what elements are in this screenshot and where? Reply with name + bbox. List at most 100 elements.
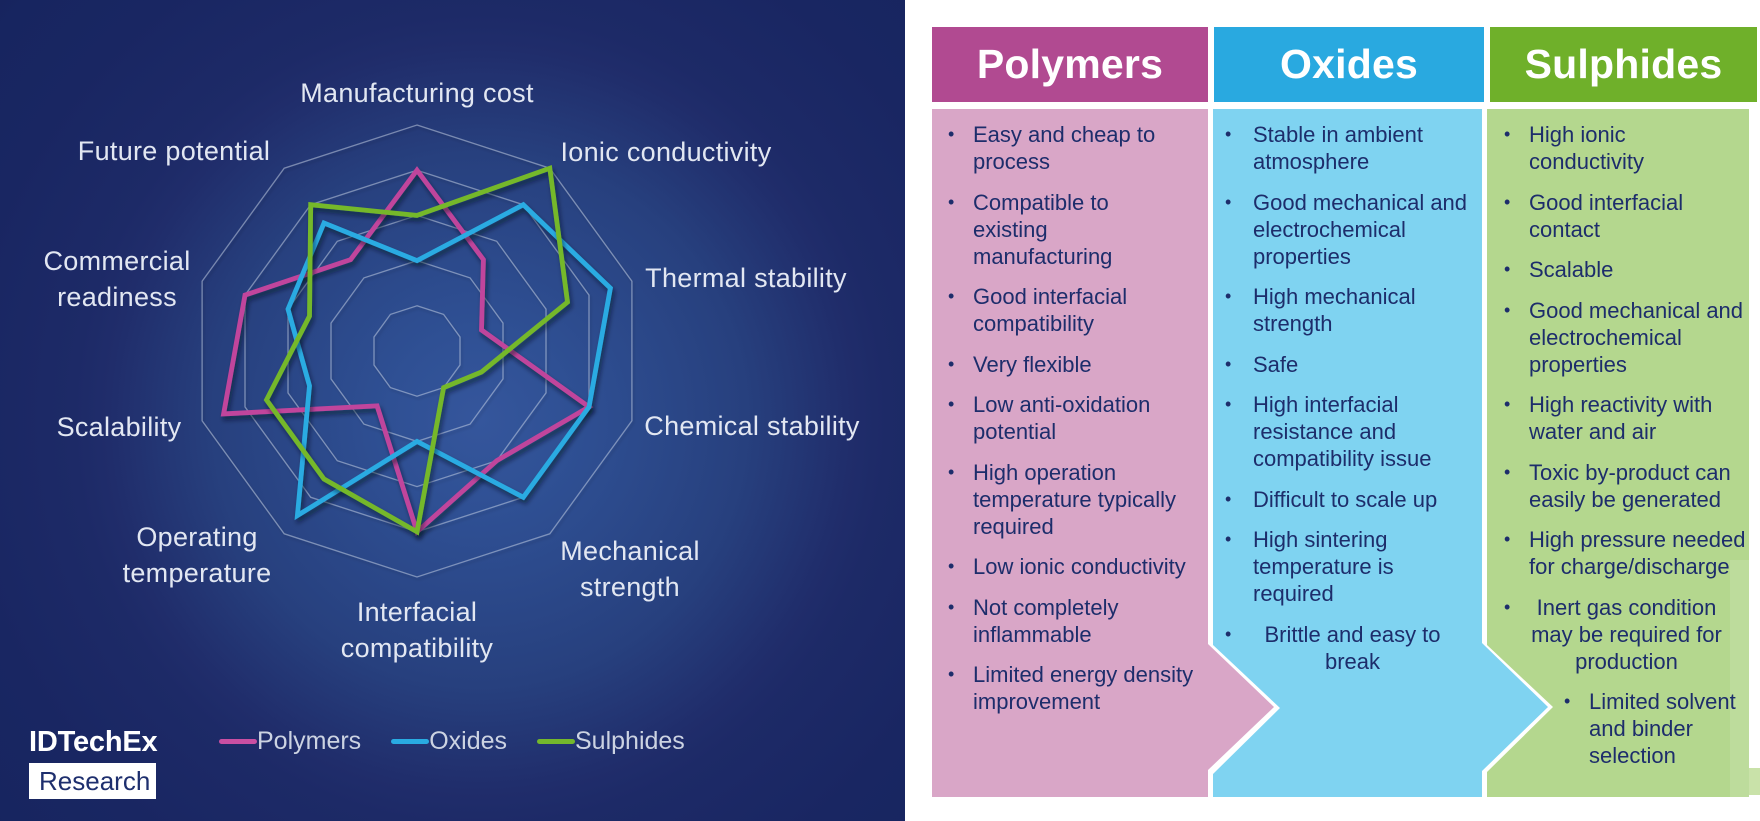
column-header-polymers: Polymers <box>932 27 1208 102</box>
bullet-text: High reactivity with water and air <box>1529 392 1713 444</box>
bullet-marker: • <box>948 394 955 414</box>
column-title-polymers: Polymers <box>976 41 1164 87</box>
bullet-item: •Good mechanical and electrochemical pro… <box>1504 297 1749 378</box>
chart-legend: Polymers Oxides Sulphides <box>219 727 715 756</box>
bullet-marker: • <box>948 461 955 482</box>
bullet-text: High ionic conductivity <box>1529 122 1644 174</box>
axis-label-ionic-conductivity: Ionic conductivity <box>560 137 772 167</box>
legend-label-oxides: Oxides <box>429 727 507 755</box>
legend-swatch-sulphides <box>537 739 575 744</box>
comparison-panel: Polymers Oxides Sulphides •Easy and chea… <box>905 0 1760 821</box>
bullet-item: • Low ionic conductivity <box>948 553 1208 580</box>
bullet-item: • Low anti-oxidation potential <box>948 391 1208 445</box>
bullet-item: • Scalable <box>1504 256 1749 283</box>
bullet-text: Scalable <box>1529 257 1614 282</box>
logo-research-text: Research <box>39 765 151 796</box>
axis-label-future-potential: Future potential <box>77 136 271 166</box>
axis-label-operating-temperature: Operating temperature <box>122 522 272 588</box>
bullet-marker: • <box>1225 488 1232 509</box>
bullet-item: • Difficult to scale up <box>1225 486 1487 513</box>
idtechex-logo: IDTechEx Research <box>29 726 158 799</box>
bullet-marker: • <box>1225 353 1232 374</box>
bullet-text: Toxic by-product can easily be generated <box>1529 459 1731 512</box>
column-title-sulphides: Sulphides <box>1524 41 1723 87</box>
axis-label-interfacial-compatibility: Interfacial compatibility <box>340 597 494 663</box>
legend-item-oxides: Oxides <box>391 727 537 756</box>
legend-label-sulphides: Sulphides <box>575 727 685 755</box>
axis-label-thermal-stability: Thermal stability <box>645 263 847 293</box>
bullet-text: Good mechanical and electrochemical prop… <box>1253 189 1468 269</box>
bullet-text: Limited energy density improvement <box>973 662 1194 714</box>
bullet-item: • Good mechanical and electrochemical pro… <box>1225 189 1487 270</box>
bullet-marker: • <box>1225 394 1232 414</box>
bullet-text: High mechanical strength <box>1253 284 1416 336</box>
radar-chart <box>201 124 633 578</box>
bullet-text: High interfacial resistance and compatib… <box>1253 392 1432 471</box>
bullet-marker: • <box>1504 124 1511 144</box>
column-title-oxides: Oxides <box>1280 41 1418 87</box>
bullet-list-sulphides: •High ionic conductivity•Good interfacia… <box>1504 121 1749 783</box>
bullet-marker: • <box>1564 691 1571 711</box>
bullet-item: • High interfacial resistance and compati… <box>1225 391 1487 472</box>
logo-brand-text: IDTechEx <box>29 726 158 758</box>
bullet-text: Difficult to scale up <box>1253 486 1438 512</box>
bullet-item: • High reactivity with water and air <box>1504 391 1749 445</box>
bullet-marker: • <box>1504 299 1511 320</box>
bullet-item: • Brittle and easy to break <box>1225 621 1487 675</box>
bullet-marker: • <box>1225 623 1232 644</box>
bullet-item: • High mechanical strength <box>1225 283 1487 337</box>
bullet-marker: • <box>1225 286 1232 306</box>
bullet-text: Very flexible <box>973 351 1092 377</box>
bullet-marker: • <box>948 664 955 684</box>
bullet-item: •Good interfacial contact <box>1504 189 1749 243</box>
bullet-item: • Compatible to existing manufacturing <box>948 189 1208 270</box>
bullet-marker: • <box>1504 394 1511 414</box>
bullet-item: • Limited solvent and binder selection <box>1504 688 1749 769</box>
legend-label-polymers: Polymers <box>257 727 362 755</box>
bullet-marker: • <box>948 556 955 576</box>
legend-swatch-polymers <box>219 739 257 744</box>
radar-series-oxides <box>285 201 613 521</box>
bullet-list-oxides: • Stable in ambient atmosphere • Good mecha… <box>1225 121 1487 688</box>
logo-research-box: Research <box>29 763 156 799</box>
bullet-text: Limited solvent and binder selection <box>1589 689 1736 768</box>
bullet-text: Not completely inflammable <box>973 594 1119 647</box>
bullet-item: • Limited energy density improvement <box>948 661 1208 715</box>
legend-swatch-oxides <box>391 739 430 744</box>
bullet-marker: • <box>948 596 955 617</box>
radar-series-polymers <box>220 166 594 537</box>
bullet-text: Low ionic conductivity <box>973 554 1186 579</box>
bullet-item: • Stable in ambient atmosphere <box>1225 121 1487 175</box>
bullet-text: High pressure needed for charge/discharg… <box>1529 527 1746 579</box>
bullet-marker: • <box>1504 596 1511 617</box>
bullet-marker: • <box>948 191 955 212</box>
bullet-item: • Not completely inflammable <box>948 594 1208 648</box>
bullet-marker: • <box>1225 191 1232 212</box>
bullet-marker: • <box>1225 124 1232 144</box>
bullet-item: •High operation temperature typically re… <box>948 459 1208 540</box>
axis-label-manufacturing-cost: Manufacturing cost <box>300 78 534 108</box>
bullet-item: •Safe <box>1225 351 1487 378</box>
bullet-item: •Good interfacial compatibility <box>948 283 1208 337</box>
sulphides-light-strip <box>1730 560 1749 797</box>
column-body-sulphides: •High ionic conductivity•Good interfacia… <box>1487 109 1749 797</box>
column-header-sulphides: Sulphides <box>1490 27 1757 102</box>
legend-item-sulphides: Sulphides <box>537 727 715 756</box>
radar-series-lines <box>220 164 613 537</box>
sulphides-corner-patch <box>1749 768 1760 795</box>
bullet-text: Low anti-oxidation potential <box>973 392 1151 444</box>
bullet-text: Brittle and easy to break <box>1264 621 1441 674</box>
radar-series-sulphides <box>263 164 571 536</box>
bullet-marker: • <box>1504 259 1511 279</box>
bullet-item: •Inert gas condition may be required for… <box>1504 594 1749 675</box>
bullet-text: Stable in ambient atmosphere <box>1253 122 1423 174</box>
radar-grid-rings <box>201 124 633 578</box>
bullet-marker: • <box>948 286 955 306</box>
bullet-text: Compatible to existing manufacturing <box>973 189 1113 269</box>
bullet-text: Good interfacial contact <box>1529 189 1684 242</box>
bullet-item: •Toxic by-product can easily be generate… <box>1504 459 1749 513</box>
bullet-text: High sintering temperature is required <box>1253 527 1394 606</box>
axis-label-mechanical-strength: Mechanical strength <box>560 536 700 602</box>
bullet-item: •Very flexible <box>948 351 1208 378</box>
